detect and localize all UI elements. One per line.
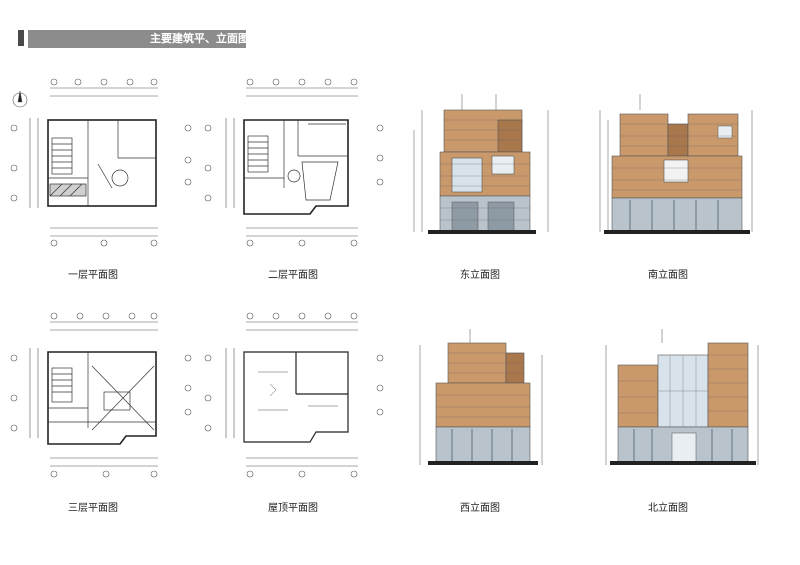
roof-plan: [204, 312, 384, 478]
caption-plan-3f: 三层平面图: [68, 503, 118, 514]
caption-plan-2f: 二层平面图: [268, 270, 318, 281]
floor-plan-1f: [10, 78, 192, 247]
caption-elev-south: 南立面图: [648, 270, 688, 281]
elevation-north: [605, 329, 759, 465]
elevation-east: [413, 94, 549, 234]
floor-plan-2f: [204, 78, 384, 247]
caption-plan-roof: 屋顶平面图: [268, 503, 318, 514]
elevation-south: [599, 94, 753, 234]
caption-plan-1f: 一层平面图: [68, 270, 118, 281]
caption-elev-north: 北立面图: [648, 503, 688, 514]
page-title: 主要建筑平、立面图: [150, 32, 249, 45]
caption-elev-west: 西立面图: [460, 503, 500, 514]
caption-elev-east: 东立面图: [460, 270, 500, 281]
elevation-west: [419, 329, 543, 465]
header-band: [28, 30, 246, 48]
floor-plan-3f: [10, 312, 192, 478]
header-accent-bar: [18, 30, 24, 46]
